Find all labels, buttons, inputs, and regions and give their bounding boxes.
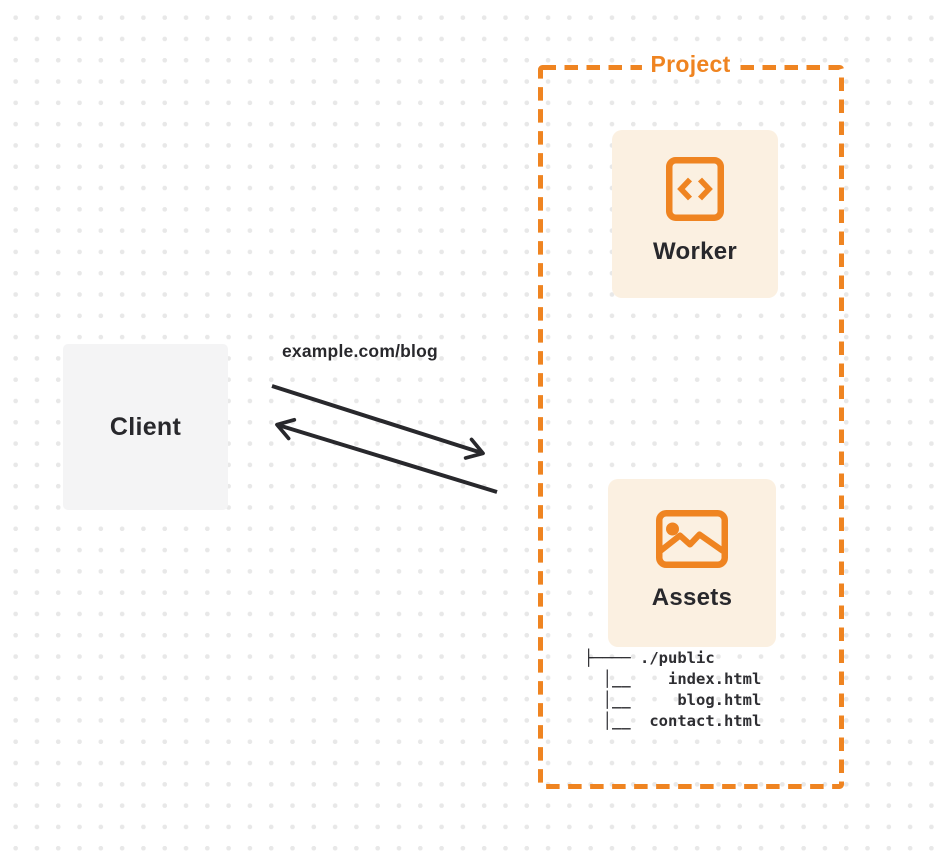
project-boundary: Project [537, 50, 844, 789]
response-arrow [275, 417, 498, 494]
file-tree-line: │__ index.html [584, 670, 762, 688]
assets-file-tree: ├──── ./public │__ index.html │__ blog.h… [584, 648, 761, 732]
image-icon [656, 510, 728, 568]
project-label: Project [641, 50, 740, 78]
worker-label: Worker [652, 238, 738, 265]
file-tree-line: │__ contact.html [584, 712, 762, 730]
file-tree-line: │__ blog.html [584, 691, 762, 709]
client-label: Client [109, 412, 182, 441]
code-icon [666, 157, 724, 221]
worker-card: Worker [612, 130, 778, 298]
client-node: Client [63, 344, 228, 510]
assets-label: Assets [651, 584, 733, 611]
request-arrow [271, 384, 485, 460]
file-tree-line: ├──── ./public [584, 649, 715, 667]
request-url-label: example.com/blog [282, 341, 438, 361]
project-dashed-border [537, 64, 844, 789]
assets-card: Assets [608, 479, 776, 647]
